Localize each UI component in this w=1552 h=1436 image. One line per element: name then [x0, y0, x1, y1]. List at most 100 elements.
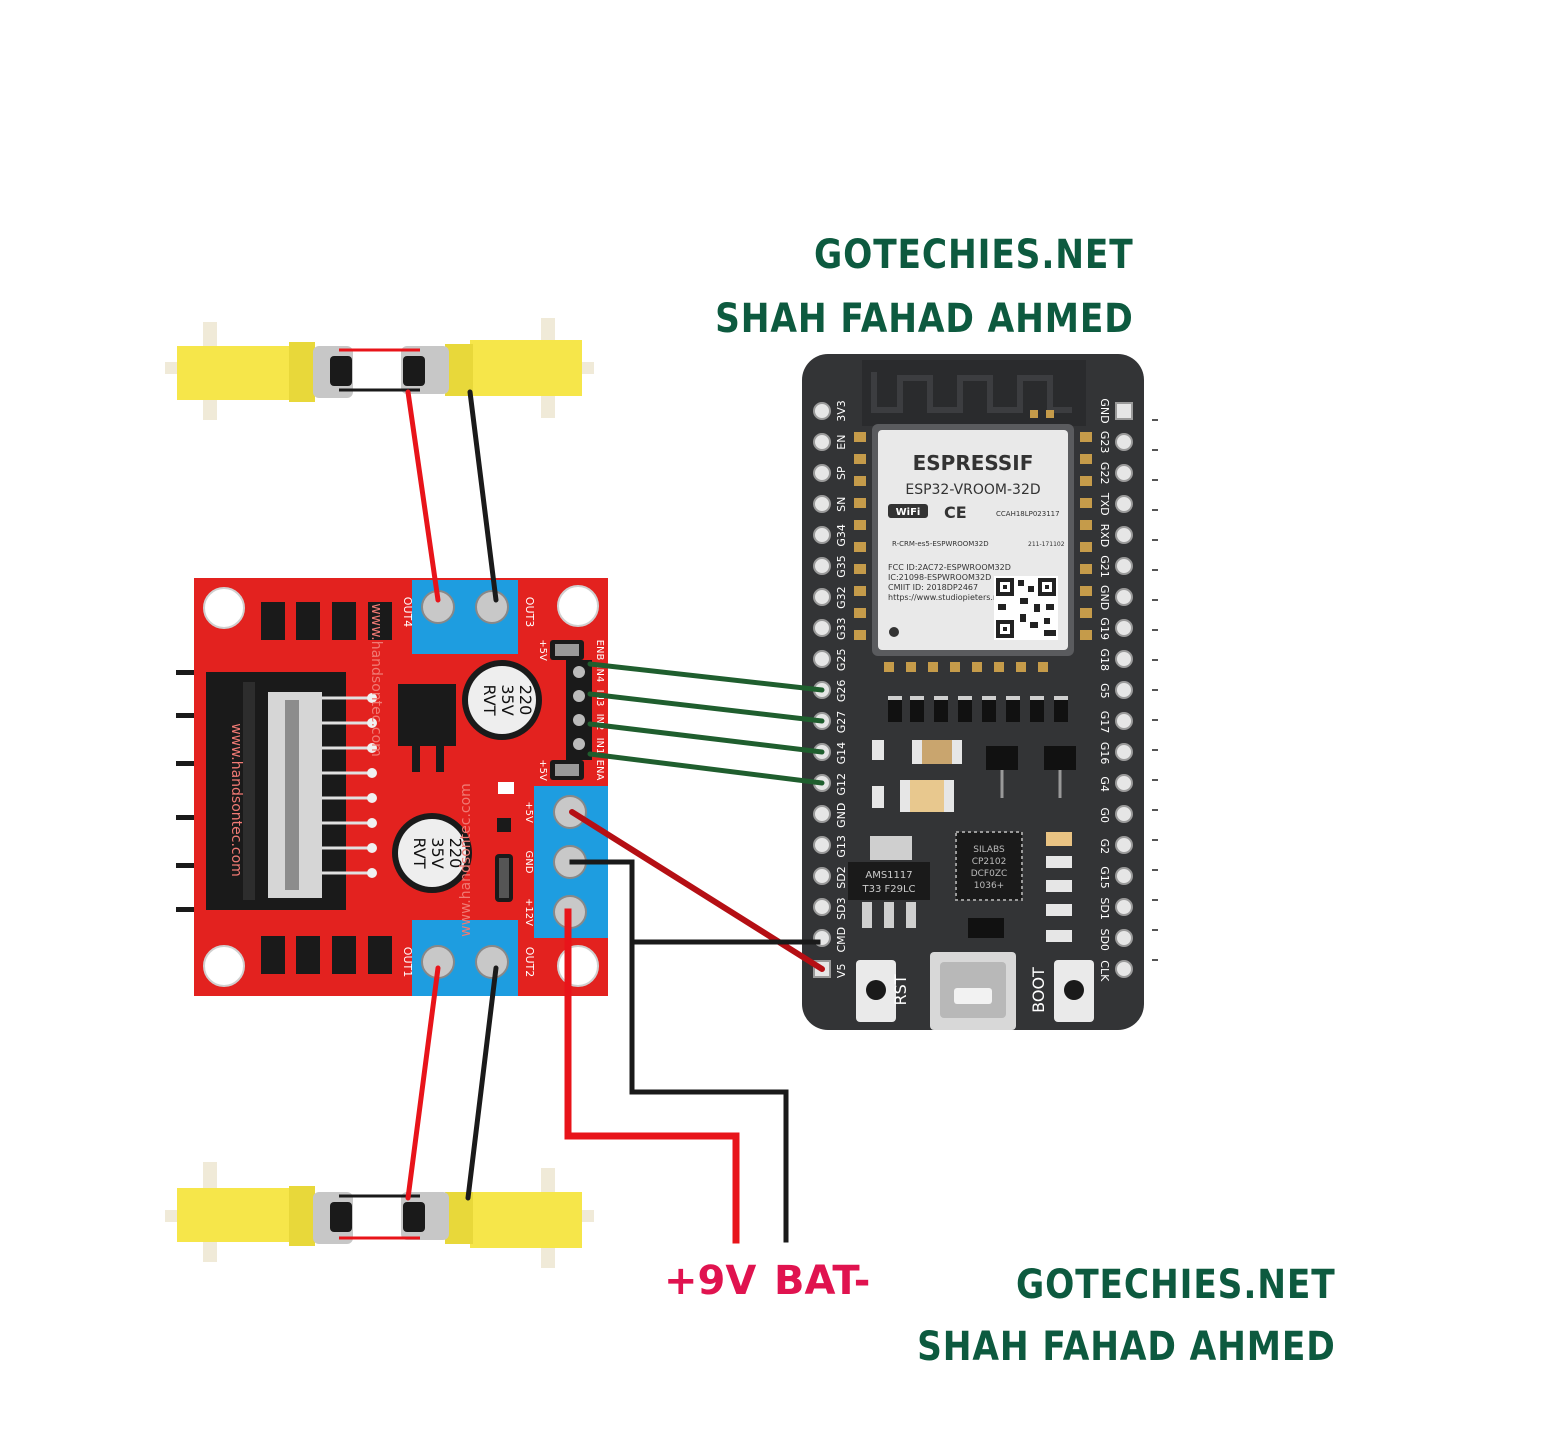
module-url-line: https://www.studiopieters.nl: [888, 593, 1000, 602]
pin-label-g27: G27: [835, 711, 848, 734]
terminal-out1-out2: [412, 920, 518, 996]
pin-label-g2: G2: [1098, 839, 1111, 855]
watermark-bottom-line1: GOTECHIES.NET: [1016, 1262, 1336, 1308]
boot-button: [1054, 960, 1094, 1022]
module-ic-line: IC:21098-ESPWROOM32D: [888, 573, 991, 582]
pin-label-g19: G19: [1098, 617, 1111, 640]
pin-label-g18: G18: [1098, 649, 1111, 672]
label-plus5-jumper-bottom: +5V: [537, 759, 548, 781]
supply-negative-label: BAT-: [774, 1258, 871, 1304]
pin-label-g14: G14: [835, 742, 848, 765]
watermark-top-line1: GOTECHIES.NET: [814, 232, 1134, 278]
module-cert: CCAH18LP023117: [996, 510, 1060, 518]
ce-mark: CE: [944, 503, 967, 522]
usb-chip-line-2: CP2102: [972, 857, 1007, 867]
pin-label-sd3: SD3: [835, 897, 848, 919]
label-out1: OUT1: [401, 947, 414, 977]
pin-label-sd2: SD2: [835, 866, 848, 888]
module-cmiit-line: CMIIT ID: 2018DP2467: [888, 583, 978, 592]
pin-label-sd1: SD1: [1098, 897, 1111, 919]
pin-label-g35: G35: [835, 555, 848, 578]
supply-positive-label: +9V: [664, 1258, 757, 1304]
regulator-line-2: T33 F29LC: [861, 884, 915, 895]
label-out4: OUT4: [401, 597, 414, 627]
wire-in4-g26: [587, 661, 825, 693]
pin-label-g26: G26: [835, 680, 848, 703]
pin-label-g12: G12: [835, 773, 848, 796]
wire-gnd-battery: [629, 859, 789, 1243]
wire-gnd-esp: [569, 859, 821, 945]
heatsink-fins: [176, 670, 206, 912]
wire-12v-battery: [564, 908, 740, 1244]
right-pin-header: [1115, 402, 1133, 978]
left-pin-header: [813, 402, 831, 978]
label-in1: IN1: [594, 738, 605, 755]
label-out2: OUT2: [523, 947, 536, 977]
terminal-out4-out3: [412, 580, 518, 654]
capacitor-bottom: 220 35V RVT: [392, 813, 472, 893]
pin-label-3v3: 3V3: [835, 400, 848, 422]
pin-label-sd0: SD0: [1098, 928, 1111, 950]
cap-top-value: 220: [516, 685, 535, 716]
label-in3: IN3: [594, 690, 605, 707]
wire-in2-g14: [587, 721, 825, 755]
pin-label-g25: G25: [835, 649, 848, 672]
driver-watermark-1: www.handsontec.com: [228, 723, 244, 877]
motor-bottom: [165, 1162, 594, 1268]
right-pin-labels: GNDG23G22TXDRXDG21GNDG19G18G5G17G16G4G0G…: [1098, 398, 1111, 982]
pin-label-sp: SP: [835, 466, 848, 480]
module-fcc-line: FCC ID:2AC72-ESPWROOM32D: [888, 563, 1011, 572]
left-pin-labels: 3V3ENSPSNG34G35G32G33G25G26G27G14G12GNDG…: [835, 400, 848, 978]
pin-label-g22: G22: [1098, 462, 1111, 485]
pin-label-txd: TXD: [1098, 492, 1111, 516]
pin-label-sn: SN: [835, 497, 848, 512]
pin-label-g21: G21: [1098, 555, 1111, 578]
right-tick-marks: [1152, 419, 1158, 961]
boot-label: BOOT: [1029, 967, 1048, 1013]
ic-pins: [322, 696, 370, 875]
pin-label-gnd: GND: [1098, 398, 1111, 423]
rst-button: [856, 960, 896, 1022]
motor-driver-board: 220 35V RVT 220 35V RVT: [176, 578, 608, 996]
wire-in3-g27: [587, 691, 825, 724]
label-power-12v: +12V: [523, 898, 534, 926]
wire-in1-g12: [587, 751, 825, 786]
driver-watermark-2: www.handsontec.com: [368, 603, 384, 757]
cap-bottom-brand: RVT: [410, 838, 429, 869]
wires: [405, 389, 825, 1244]
pin-label-clk: CLK: [1098, 960, 1111, 982]
label-in4: IN4: [594, 666, 605, 683]
pin-label-g15: G15: [1098, 866, 1111, 889]
micro-usb-port: [930, 952, 1016, 1030]
qr-code: [994, 576, 1058, 640]
pin-label-g33: G33: [835, 617, 848, 640]
motor-top: [165, 318, 594, 420]
wire-top-motor-red: [405, 389, 441, 603]
regulator-line-1: AMS1117: [865, 870, 912, 881]
watermark-top-line2: SHAH FAHAD AHMED: [715, 296, 1134, 342]
pin-label-g23: G23: [1098, 431, 1111, 454]
wifi-logo: WiFi: [896, 507, 921, 518]
pin-label-g5: G5: [1098, 683, 1111, 699]
pin-label-v5: V5: [835, 964, 848, 979]
module-rcrm: R-CRM-es5-ESPWROOM32D: [892, 540, 989, 548]
pin-label-g17: G17: [1098, 711, 1111, 734]
cap-top-brand: RVT: [480, 685, 499, 716]
pin-label-g4: G4: [1098, 776, 1111, 792]
pin-label-gnd: GND: [835, 803, 848, 828]
usb-chip-line-3: DCF0ZC: [971, 869, 1008, 879]
cap-top-voltage: 35V: [498, 684, 517, 715]
wire-top-motor-black: [467, 389, 499, 603]
module-cert-code: 211-171102: [1028, 541, 1065, 548]
usb-chip-line-1: SILABS: [973, 845, 1005, 855]
wire-bottom-motor-red: [405, 965, 441, 1201]
label-plus5-jumper-top: +5V: [537, 639, 548, 661]
label-in2: IN2: [594, 714, 605, 731]
pin-label-g13: G13: [835, 835, 848, 858]
pin-label-g16: G16: [1098, 742, 1111, 765]
cap-bottom-voltage: 35V: [428, 837, 447, 868]
label-power-gnd: GND: [523, 851, 534, 874]
label-ena: ENA: [594, 760, 605, 781]
capacitor-top: 220 35V RVT: [462, 660, 542, 740]
